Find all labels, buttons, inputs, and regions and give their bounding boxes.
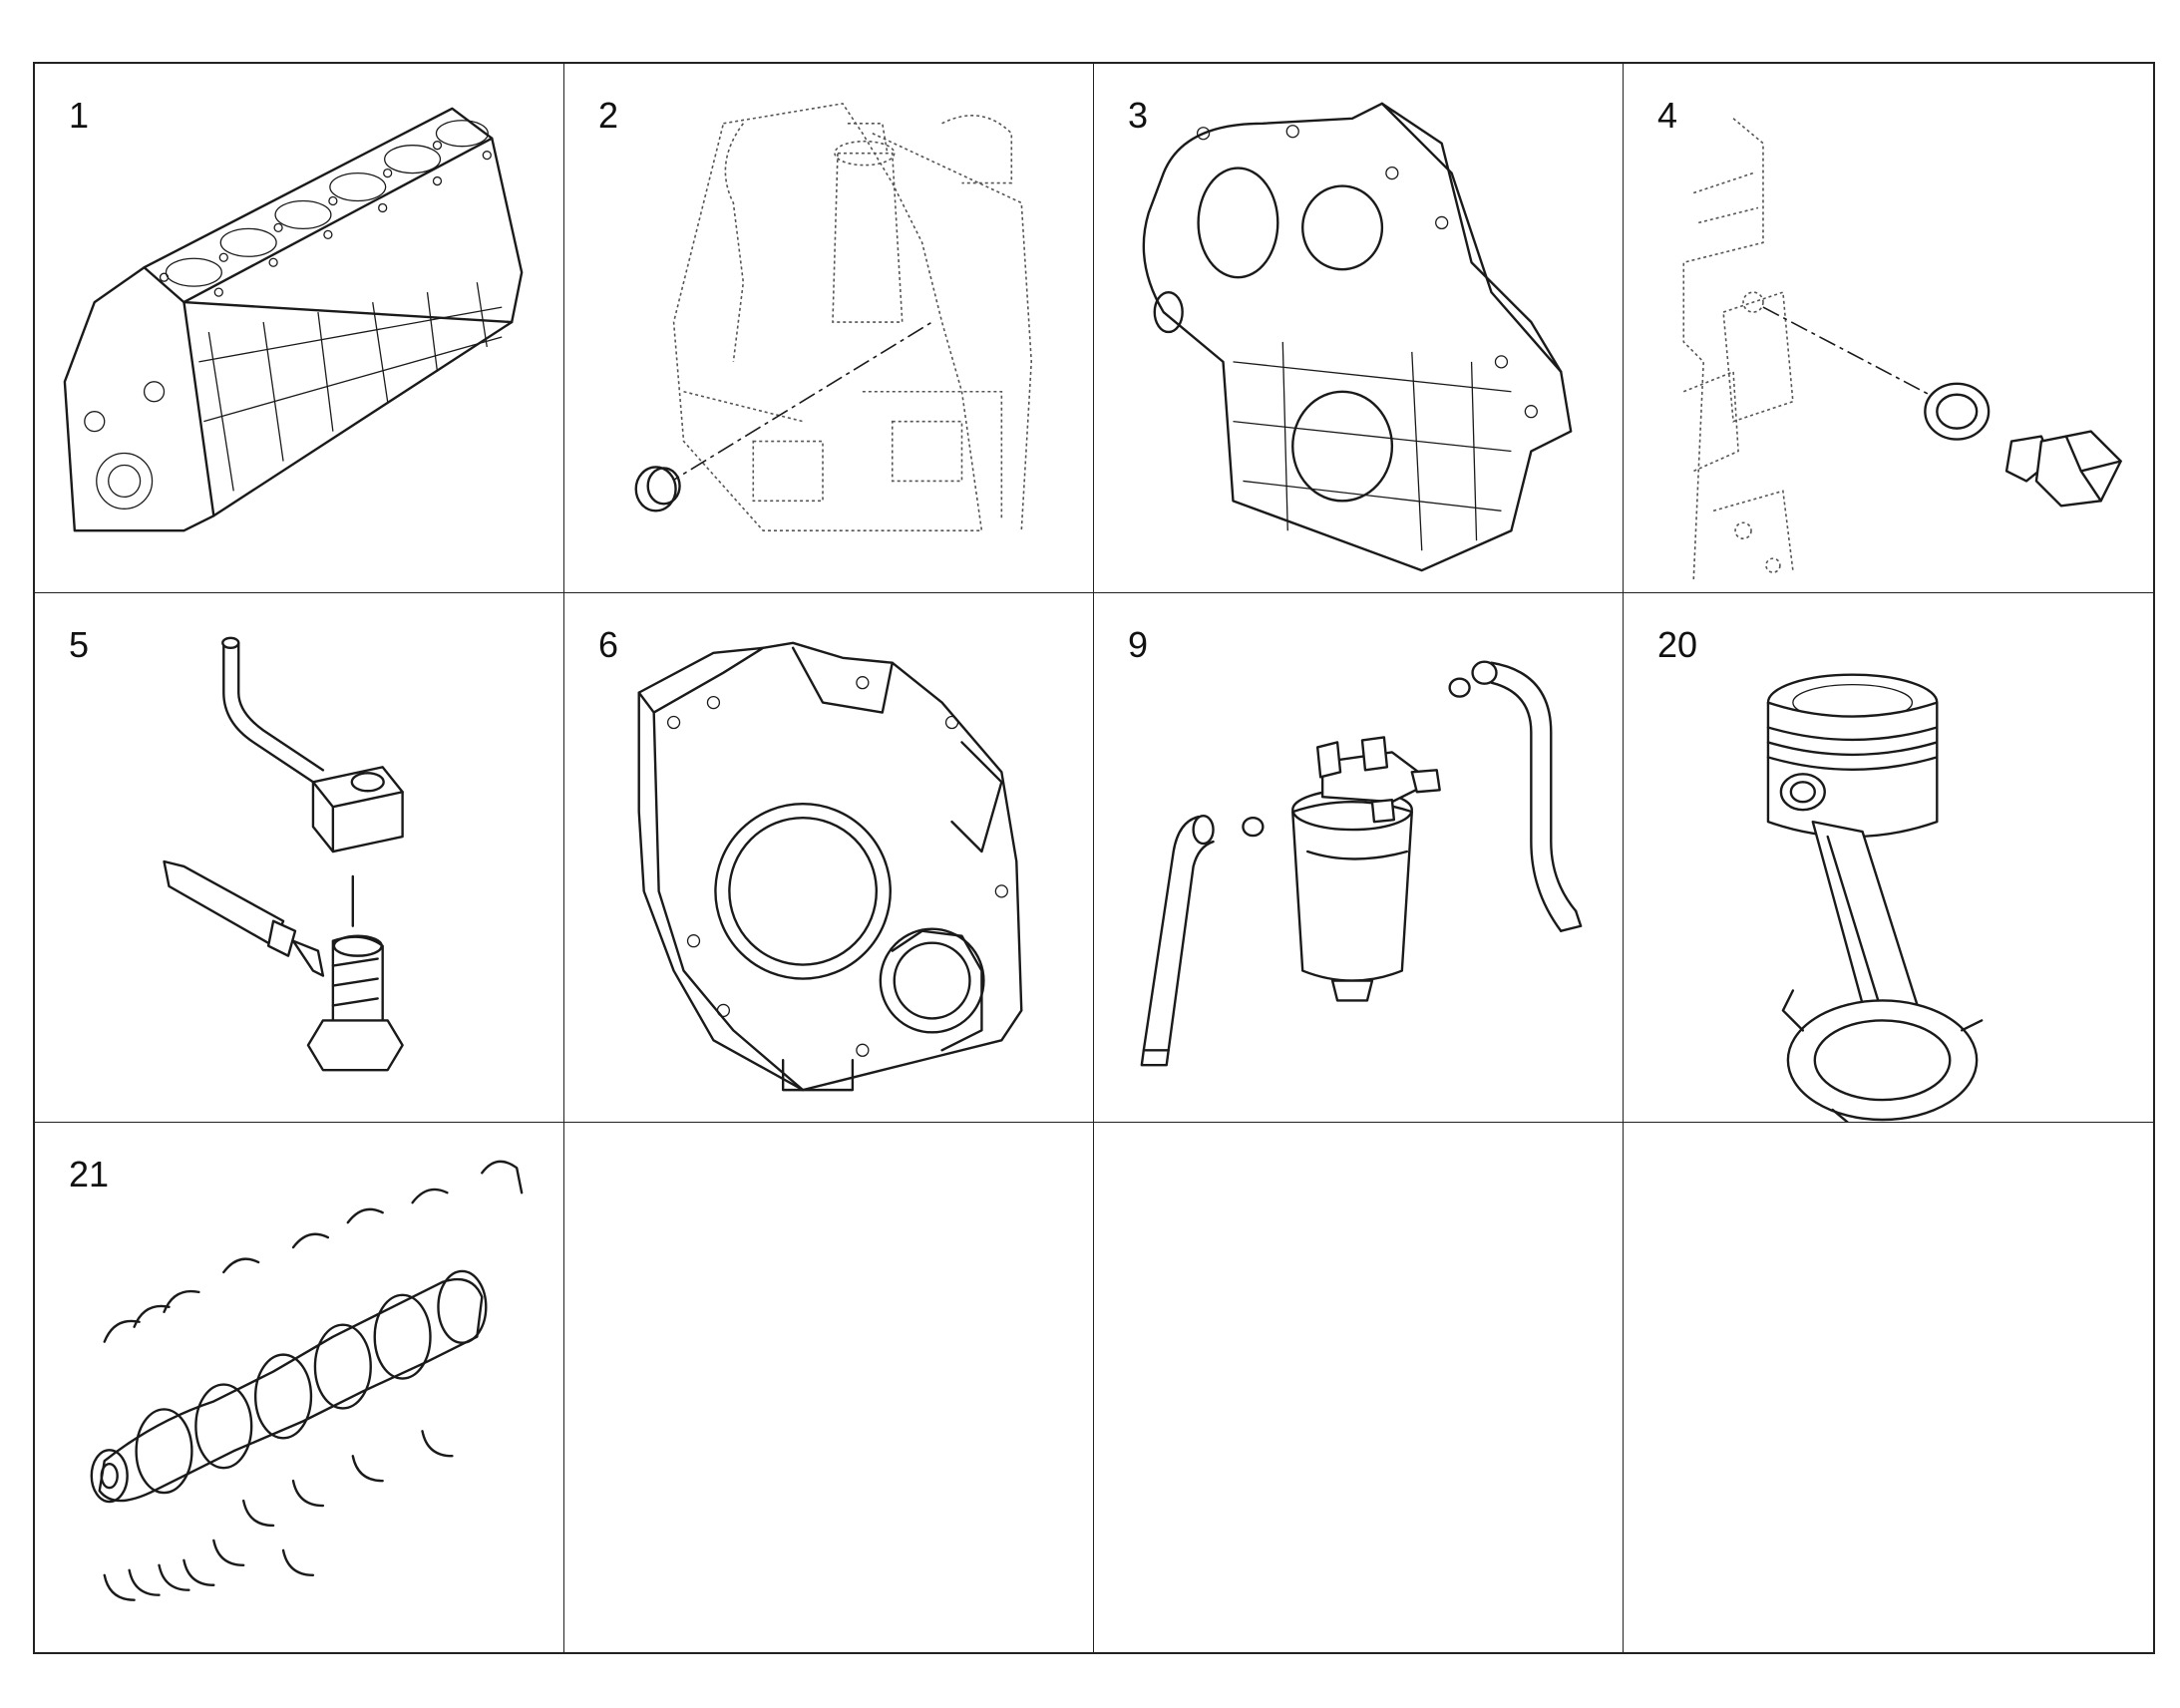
part-cell-2[interactable]: 2 bbox=[564, 64, 1094, 593]
crankshaft-bearings-icon bbox=[90, 1160, 524, 1601]
piston-cooling-nozzle-icon bbox=[163, 636, 404, 1072]
parts-grid: 1 2 bbox=[33, 62, 2155, 1654]
drain-plug-icon bbox=[1682, 118, 2122, 581]
part-cell-9[interactable]: 21 bbox=[35, 1123, 564, 1652]
part-number: 5 bbox=[69, 624, 90, 665]
empty-cell bbox=[1094, 1123, 1624, 1652]
part-cell-8[interactable]: 20 bbox=[1624, 593, 2153, 1123]
engine-block-icon bbox=[63, 107, 524, 532]
part-cell-3[interactable]: 3 bbox=[1094, 64, 1624, 593]
part-number: 21 bbox=[69, 1154, 110, 1195]
part-number: 9 bbox=[1128, 624, 1149, 665]
fuel-filter-hoses-icon bbox=[1140, 660, 1583, 1067]
piston-connecting-rod-icon bbox=[1766, 673, 1984, 1122]
timing-gear-cover-icon bbox=[1142, 102, 1573, 572]
part-number: 1 bbox=[69, 95, 90, 136]
empty-cell bbox=[1624, 1123, 2153, 1652]
part-number: 20 bbox=[1657, 624, 1698, 665]
empty-cell bbox=[564, 1123, 1094, 1652]
part-cell-1[interactable]: 1 bbox=[35, 64, 564, 593]
flywheel-housing-icon bbox=[637, 641, 1023, 1092]
part-cell-7[interactable]: 9 bbox=[1094, 593, 1624, 1123]
part-number: 3 bbox=[1128, 95, 1149, 136]
part-cell-4[interactable]: 4 bbox=[1624, 64, 2153, 593]
part-number: 6 bbox=[598, 624, 619, 665]
oil-filter-seal-icon bbox=[634, 102, 1033, 532]
part-number: 4 bbox=[1657, 95, 1678, 136]
part-number: 2 bbox=[598, 95, 619, 136]
part-cell-5[interactable]: 5 bbox=[35, 593, 564, 1123]
part-cell-6[interactable]: 6 bbox=[564, 593, 1094, 1123]
